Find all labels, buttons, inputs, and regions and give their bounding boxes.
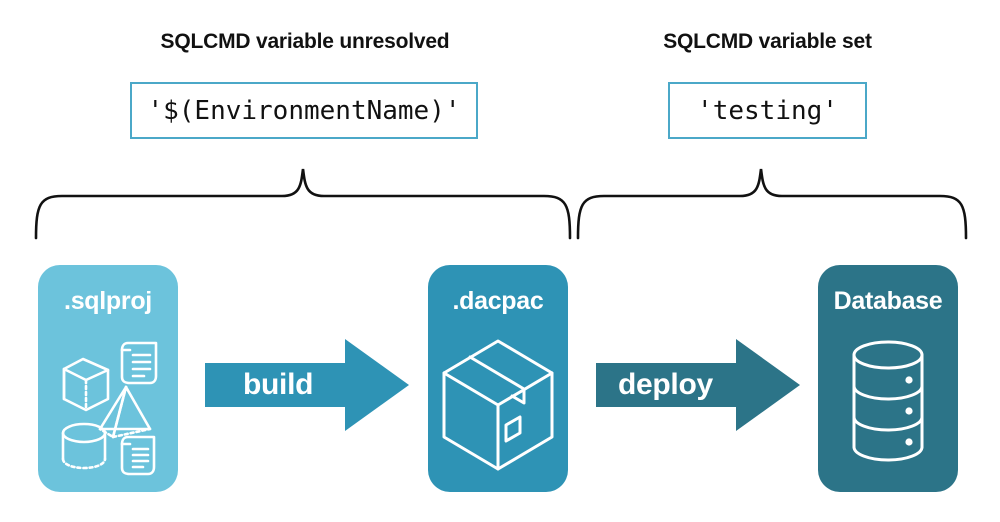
- brace-left: [34, 168, 572, 240]
- script-scroll-icon: [120, 435, 156, 476]
- package-box-icon: [442, 339, 554, 471]
- section-caption-left: SQLCMD variable unresolved: [160, 30, 450, 53]
- database-cylinder-icon: [852, 340, 924, 462]
- card-sqlproj-label: .sqlproj: [64, 287, 152, 315]
- deploy-arrow-label: deploy: [618, 368, 713, 401]
- script-scroll-icon: [120, 341, 158, 385]
- cube-icon: [62, 357, 110, 412]
- brace-right: [576, 168, 968, 240]
- deploy-arrow[interactable]: deploy: [596, 337, 801, 433]
- status-dot: [905, 407, 913, 415]
- card-dacpac-label: .dacpac: [452, 287, 544, 315]
- section-caption-right: SQLCMD variable set: [663, 30, 872, 53]
- card-sqlproj[interactable]: .sqlproj: [38, 265, 178, 492]
- card-database[interactable]: Database: [818, 265, 958, 492]
- sqlcmd-value-box-set: 'testing': [668, 82, 867, 139]
- status-dot: [905, 376, 913, 384]
- card-dacpac[interactable]: .dacpac: [428, 265, 568, 492]
- status-dot: [905, 438, 913, 446]
- cylinder-icon: [61, 422, 107, 470]
- build-arrow-label: build: [243, 368, 314, 401]
- deploy-arrow-shape: [596, 339, 800, 431]
- build-arrow[interactable]: build: [205, 337, 410, 433]
- build-arrow-shape: [205, 339, 409, 431]
- project-objects-icon: [61, 341, 158, 476]
- sqlcmd-value-box-unresolved: '$(EnvironmentName)': [130, 82, 478, 139]
- card-database-label: Database: [833, 287, 943, 315]
